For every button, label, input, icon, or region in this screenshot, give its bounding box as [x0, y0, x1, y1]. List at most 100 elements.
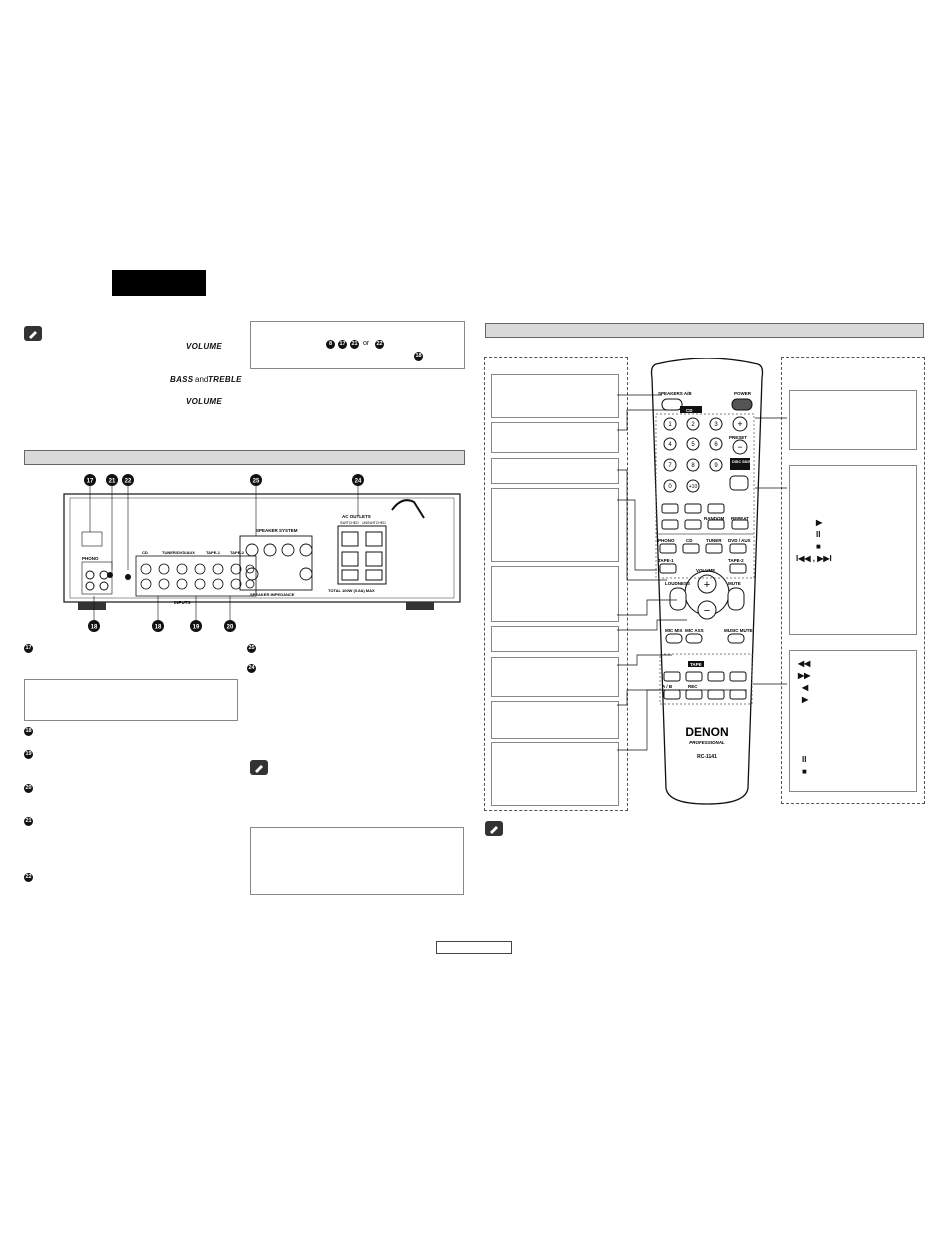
- item-number: 17: [24, 644, 33, 653]
- remote-loudness-label: LOUDNESS: [665, 581, 690, 586]
- remote-rec-label: REC: [688, 684, 698, 689]
- reverse-mark: ◀: [802, 683, 809, 692]
- unswitched-label: UNSWITCHED: [362, 521, 386, 525]
- panel-number: 17: [87, 479, 94, 485]
- speaker-system-label: SPEAKER SYSTEM: [256, 528, 298, 533]
- panel-number: 25: [253, 479, 260, 485]
- digit-9: 9: [714, 463, 718, 469]
- callout-tape-keys: ◀◀ ▶▶ ◀ ▶ II ■: [789, 650, 917, 792]
- phono-label: PHONO: [82, 556, 99, 561]
- remote-power-label: POWER: [734, 391, 752, 396]
- section-header-bar: [24, 450, 465, 465]
- forward-mark: ▶: [802, 695, 809, 704]
- remote-volume-label: VOLUME: [696, 568, 715, 573]
- cd-label: CD: [142, 550, 148, 555]
- callout-input: [491, 458, 619, 484]
- remote-mute-label: MUTE: [728, 581, 741, 586]
- remote-mic-ass-label: MIC ASS: [685, 628, 704, 633]
- note-volume-word-2: VOLUME: [186, 397, 223, 406]
- panel-number: 24: [355, 479, 362, 485]
- remote-mic-mix-label: MIC MIX: [665, 628, 683, 633]
- callout-power: [789, 390, 917, 450]
- remote-tape-tag: TAPE: [690, 662, 702, 667]
- rewind-mark: ◀◀: [798, 659, 811, 668]
- pause-mark: II: [816, 530, 821, 539]
- remote-tape2-label: TAPE-2: [728, 558, 744, 563]
- callout-mic-ass: [491, 701, 619, 739]
- remote-music-mute-label: MUSIC MUTE: [724, 628, 753, 633]
- note-pencil-icon-2: [250, 760, 268, 775]
- remote-brand: DENON: [685, 725, 728, 739]
- panel-number: 18: [155, 625, 162, 631]
- ref-circle: 18: [414, 352, 423, 361]
- ref-circle: 17: [338, 340, 347, 349]
- svg-text:+: +: [737, 419, 742, 429]
- remote-phono-label: PHONO: [658, 538, 675, 543]
- callout-or: or: [363, 340, 370, 347]
- remote-model: RC-1141: [697, 754, 717, 760]
- play-mark: ▶: [816, 518, 823, 527]
- digit-3: 3: [714, 422, 718, 428]
- ref-circle: 21: [350, 340, 359, 349]
- total-label: TOTAL 100W (0.8A) MAX: [328, 588, 375, 593]
- ref-circle: 8: [326, 340, 335, 349]
- language-tab: [112, 270, 206, 296]
- item-number: 25: [247, 644, 256, 653]
- digit-8: 8: [691, 463, 695, 469]
- callout-mic-mix: [491, 657, 619, 697]
- callout-music-mute: [491, 742, 619, 806]
- tape1-label: TAPE-1: [206, 550, 221, 555]
- remote-random-label: RANDOM: [704, 516, 724, 521]
- right-callout-group: [781, 357, 925, 804]
- note-pencil-icon: [24, 326, 42, 341]
- remote-control-diagram: SPEAKERS A/B POWER CD 1 2 3 4 5 6 7 8 9 …: [650, 358, 764, 805]
- tape-stop-mark: ■: [802, 767, 807, 776]
- item-number: 18: [24, 727, 33, 736]
- digit-7: 7: [668, 463, 672, 469]
- note-box-2: [250, 827, 464, 895]
- note-volume-word: VOLUME: [186, 342, 223, 351]
- stop-mark: ■: [816, 542, 821, 551]
- item-number: 22: [24, 873, 33, 882]
- note-bass-word: BASS: [170, 375, 194, 384]
- remote-brand-sub: PROFESSIONAL: [689, 740, 725, 745]
- skip-mark: I◀◀ , ▶▶I: [796, 554, 832, 563]
- digit-5: 5: [691, 442, 695, 448]
- remote-tuner-label: TUNER: [706, 538, 722, 543]
- tuner-label: TUNER/DVD/AUX: [162, 550, 195, 555]
- note-treble-word: TREBLE: [208, 375, 242, 384]
- panel-number: 21: [109, 479, 116, 485]
- remote-tape1-label: TAPE-1: [658, 558, 674, 563]
- item-number: 19: [24, 750, 33, 759]
- section-header-bar-2: [485, 323, 924, 338]
- callout-volume: [491, 626, 619, 652]
- remote-dvd-label: DVD / AUX: [728, 538, 751, 543]
- svg-text:−: −: [737, 442, 742, 452]
- panel-number: 20: [227, 625, 234, 631]
- note-pencil-icon-3: [485, 821, 503, 836]
- callout-box: 8 17 21 or 22 18: [250, 321, 465, 369]
- ref-circle: 22: [375, 340, 384, 349]
- remote-leader-lines: [617, 394, 787, 751]
- remote-disc-skip-label: DISC SKIP: [732, 460, 751, 464]
- callout-tape: [491, 488, 619, 562]
- item-17-box: [24, 679, 238, 721]
- item-number: 20: [24, 784, 33, 793]
- page-number-box: [436, 941, 512, 954]
- item-number: 24: [247, 664, 256, 673]
- digit-6: 6: [714, 442, 718, 448]
- item-number: 21: [24, 817, 33, 826]
- ff-mark: ▶▶: [798, 671, 811, 680]
- note-and-word: and: [195, 375, 209, 384]
- remote-ab-label: A / B: [662, 684, 673, 689]
- remote-cd-tag: CD: [686, 408, 693, 413]
- rear-panel-diagram: PHONO CD TUNER/DVD/AUX TAPE-1 TAPE-2 INP…: [63, 474, 461, 632]
- callout-speakers: [491, 374, 619, 418]
- left-callout-group: [484, 357, 628, 811]
- inputs-label: INPUTS: [174, 600, 191, 605]
- switched-label: SWITCHED: [340, 521, 359, 525]
- callout-loudness: [491, 566, 619, 622]
- callout-cd: [491, 422, 619, 453]
- panel-number: 18: [91, 625, 98, 631]
- svg-text:−: −: [704, 605, 710, 617]
